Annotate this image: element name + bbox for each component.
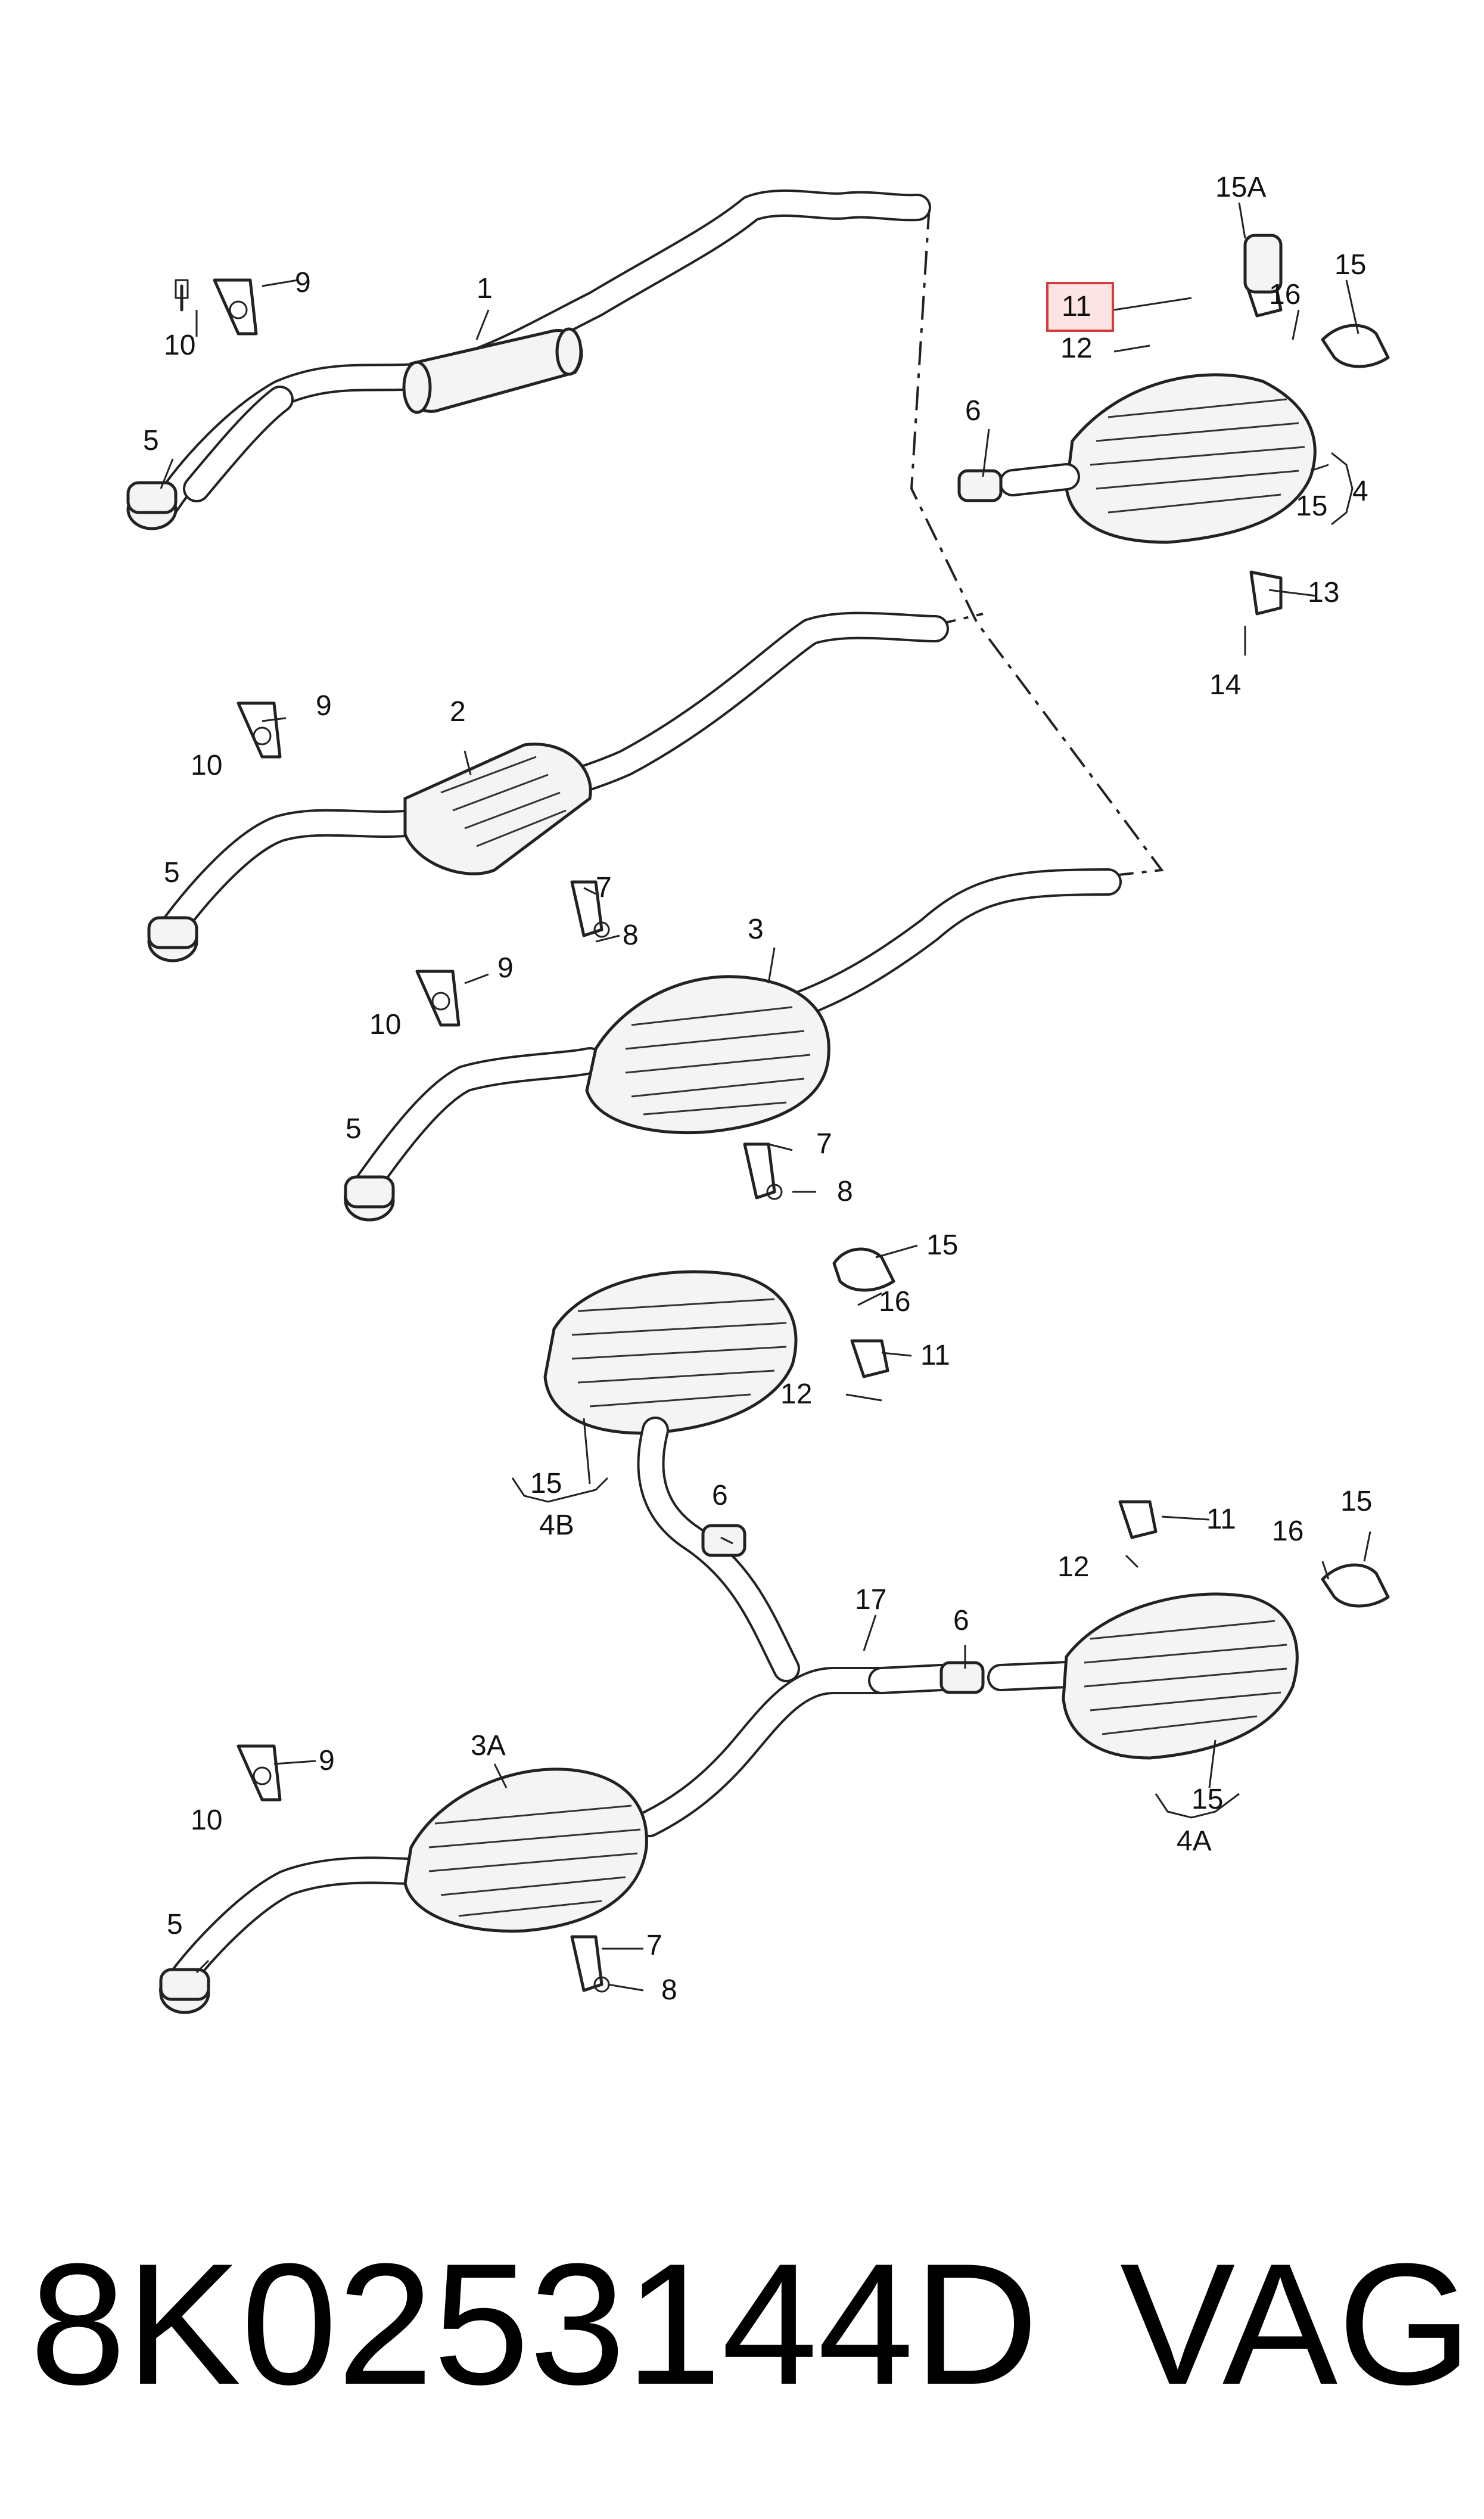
callout-9[interactable]: 9	[319, 1745, 335, 1776]
callout-8[interactable]: 8	[837, 1176, 853, 1207]
callout-9[interactable]: 9	[316, 690, 332, 722]
callout-3[interactable]: 3	[748, 914, 764, 945]
callout-8[interactable]: 8	[623, 920, 639, 951]
assembly-2	[147, 611, 949, 962]
callout-6[interactable]: 6	[712, 1480, 728, 1511]
callout-6[interactable]: 6	[953, 1605, 969, 1636]
callout-4B[interactable]: 4B	[539, 1509, 574, 1541]
callout-10[interactable]: 10	[369, 1009, 401, 1040]
center-muffler-3A	[403, 1768, 648, 1933]
callout-16[interactable]: 16	[879, 1286, 910, 1318]
callout-10[interactable]: 10	[191, 1804, 222, 1836]
callout-16[interactable]: 16	[1269, 279, 1301, 310]
callout-11-highlighted[interactable]: 11	[1062, 291, 1091, 322]
rear-muffler-4A	[1062, 1500, 1390, 1760]
callout-15[interactable]: 15	[530, 1468, 562, 1499]
part-number: 8K0253144D	[30, 2228, 1038, 2421]
callout-15[interactable]: 15	[1340, 1486, 1372, 1517]
callout-2[interactable]: 2	[450, 696, 466, 728]
callout-5[interactable]: 5	[167, 1909, 183, 1940]
center-muffler-2	[403, 743, 592, 875]
callout-10[interactable]: 10	[164, 330, 195, 361]
rear-muffler-4	[957, 234, 1390, 616]
connector-line	[910, 205, 1164, 877]
callout-13[interactable]: 13	[1308, 577, 1339, 608]
callout-14[interactable]: 14	[1209, 669, 1241, 701]
callout-9[interactable]: 9	[295, 267, 311, 299]
callout-12[interactable]: 12	[1057, 1551, 1089, 1583]
callout-12[interactable]: 12	[1060, 333, 1092, 364]
callout-4A[interactable]: 4A	[1177, 1825, 1212, 1857]
leader-lines	[160, 202, 1371, 1992]
callout-8[interactable]: 8	[661, 1974, 677, 2006]
highlight-box	[1046, 282, 1114, 332]
callout-1[interactable]: 1	[477, 273, 493, 305]
callout-4[interactable]: 4	[1352, 476, 1368, 507]
callout-7[interactable]: 7	[646, 1930, 662, 1961]
callout-15[interactable]: 15	[1334, 249, 1366, 281]
callout-7[interactable]: 7	[596, 872, 612, 903]
callout-11[interactable]: 11	[920, 1340, 950, 1371]
callout-15[interactable]: 15	[1191, 1784, 1223, 1815]
callout-7[interactable]: 7	[816, 1128, 832, 1160]
callout-10[interactable]: 10	[191, 750, 222, 781]
assembly-1	[126, 189, 931, 530]
callout-9[interactable]: 9	[497, 952, 514, 984]
callout-17[interactable]: 17	[855, 1584, 886, 1616]
callout-labels: 1 9 10 5 15A 15 16 11 12 6 15 4 13 14 2 …	[143, 172, 1372, 2006]
callout-5[interactable]: 5	[346, 1113, 362, 1145]
callout-15[interactable]: 15	[1296, 490, 1327, 522]
callout-16[interactable]: 16	[1272, 1515, 1303, 1547]
brace-4	[1331, 452, 1354, 526]
callout-6[interactable]: 6	[965, 395, 981, 427]
assembly-3	[344, 868, 1122, 1222]
callout-15A[interactable]: 15A	[1215, 172, 1266, 203]
callout-11[interactable]: 11	[1206, 1504, 1236, 1535]
brace-4A	[1155, 1793, 1240, 1819]
callout-12[interactable]: 12	[780, 1378, 812, 1410]
brace-4B	[511, 1477, 609, 1503]
rear-muffler-3	[585, 975, 830, 1135]
assembly-3A	[159, 1417, 1080, 2014]
callout-5[interactable]: 5	[164, 857, 180, 889]
callout-5[interactable]: 5	[143, 425, 159, 456]
brand-label: VAG	[1120, 2228, 1472, 2421]
rear-muffler-4B	[543, 1247, 895, 1435]
callout-3A[interactable]: 3A	[471, 1730, 506, 1762]
callout-15[interactable]: 15	[926, 1229, 958, 1261]
